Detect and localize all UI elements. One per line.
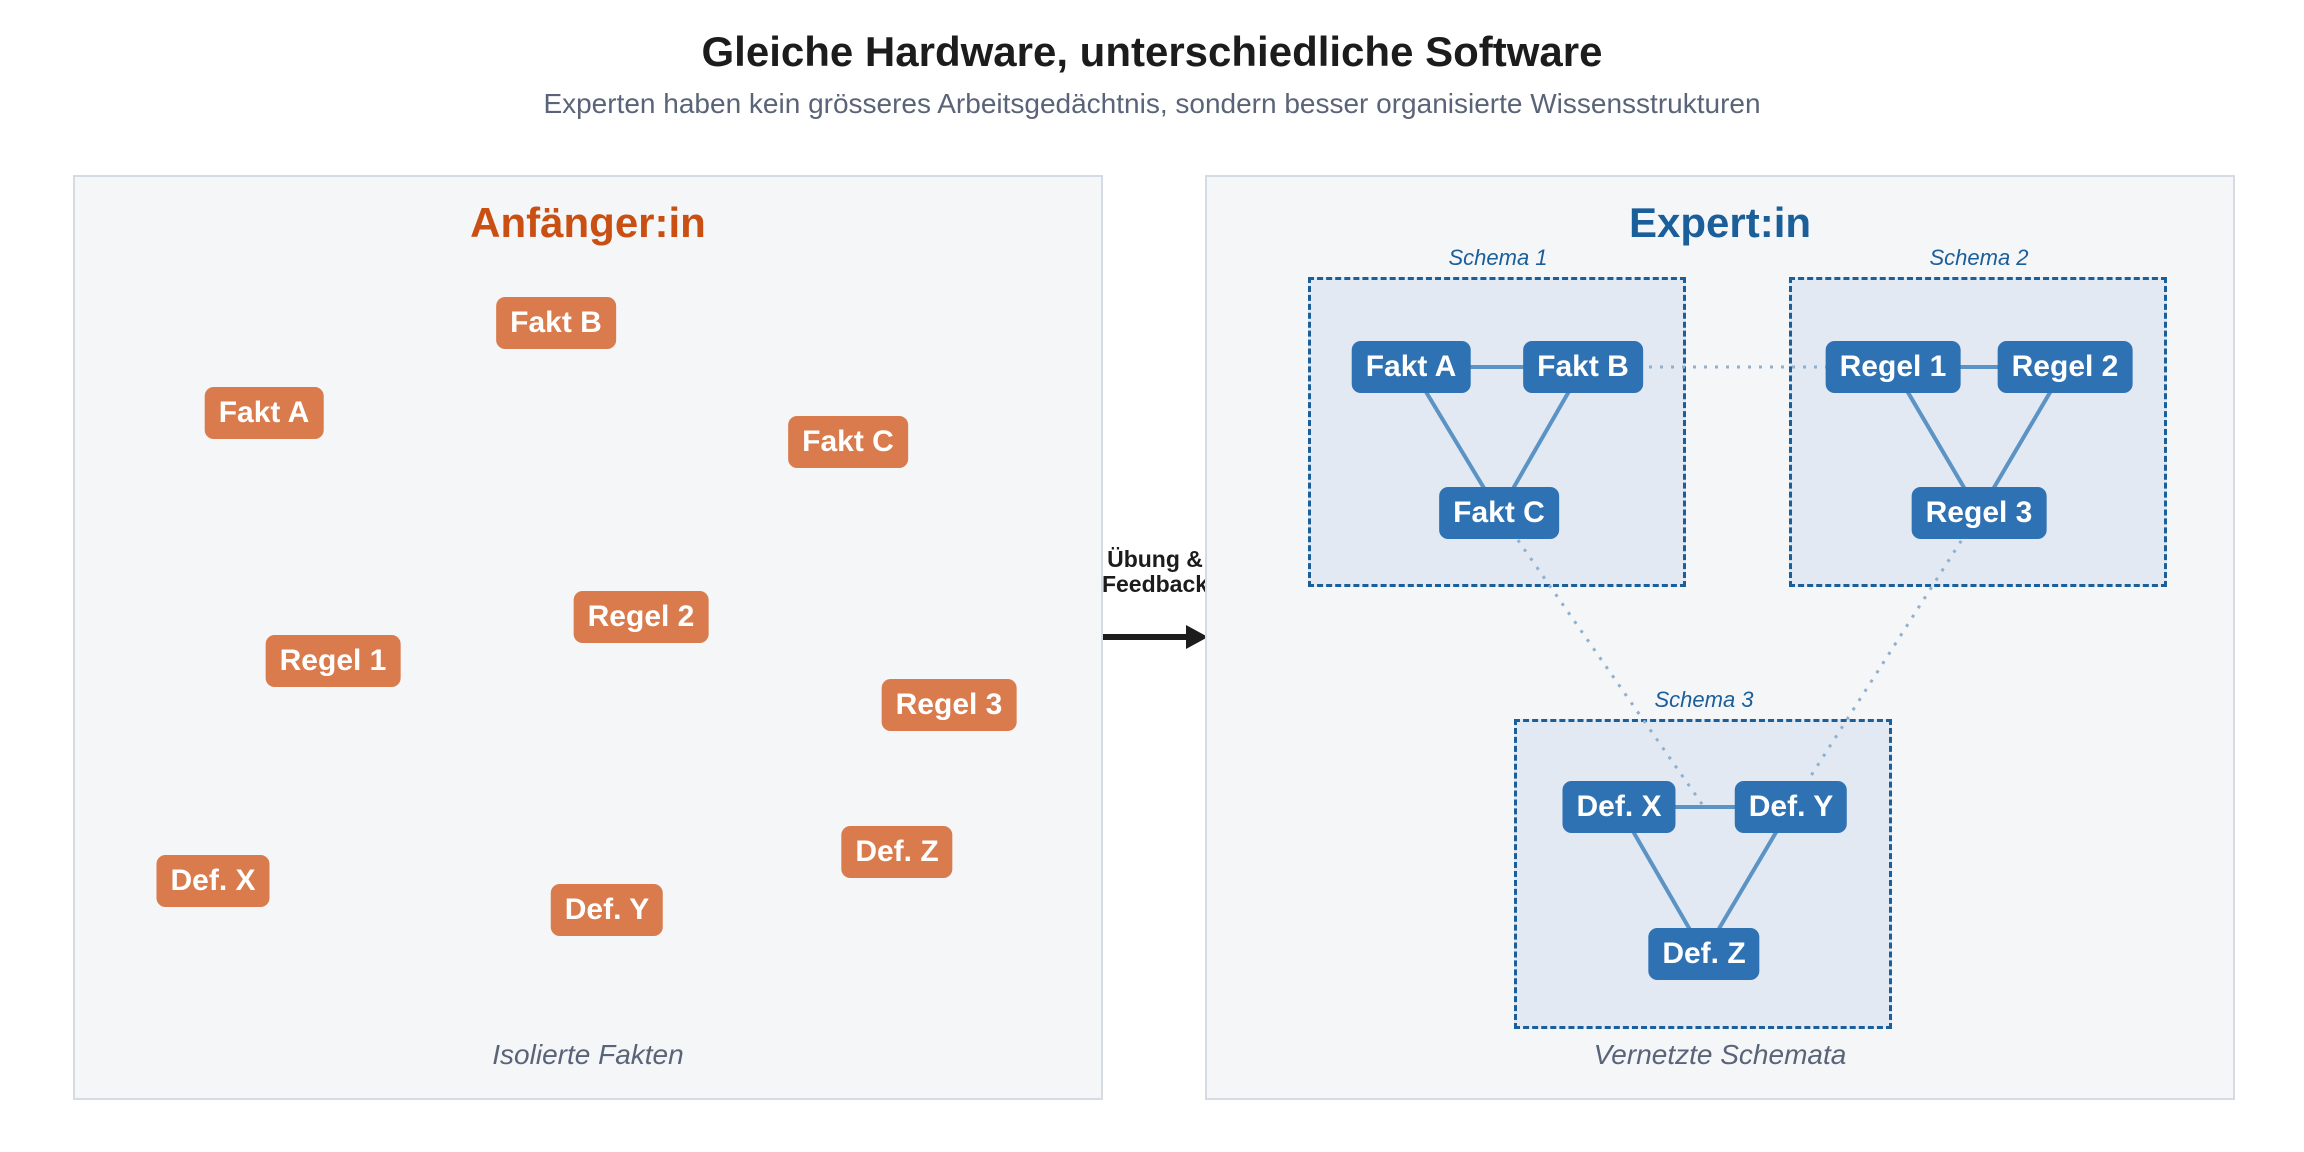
expert-title: Expert:in [1628,199,1812,246]
diagram-title: Gleiche Hardware, unterschiedliche Softw… [701,28,1603,75]
expert-node-def-y: Def. Y [1734,781,1848,833]
novice-node-def-y: Def. Y [550,884,664,936]
expert-node-fakt-a: Fakt A [1351,341,1471,393]
expert-node-fakt-c: Fakt C [1439,487,1559,539]
transition-label-line1: Übung & [1107,546,1203,572]
expert-node-regel-2: Regel 2 [1997,341,2133,393]
transition-label-line2: Feedback [1101,571,1209,597]
expert-node-def-x: Def. X [1562,781,1676,833]
expert-panel: Expert:in Schema 1 Schema 2 Schema 3 Fak… [1205,175,2235,1100]
novice-node-fakt-c: Fakt C [788,416,908,468]
novice-node-def-x: Def. X [156,855,270,907]
novice-node-regel-3: Regel 3 [881,679,1017,731]
novice-node-regel-1: Regel 1 [265,635,401,687]
novice-node-def-z: Def. Z [841,826,953,878]
novice-panel: Anfänger:in Fakt B Fakt A Fakt C Regel 2… [73,175,1103,1100]
expert-node-def-z: Def. Z [1648,928,1760,980]
diagram-subtitle: Experten haben kein grösseres Arbeitsged… [543,88,1761,119]
novice-title: Anfänger:in [470,199,706,246]
link-fakt-c-def-x [1497,512,1706,808]
novice-caption: Isolierte Fakten [492,1039,684,1070]
expert-node-fakt-b: Fakt B [1523,341,1643,393]
schema-2-label: Schema 2 [1929,245,2029,270]
schema-3-label: Schema 3 [1654,687,1754,712]
transition-label: Übung & Feedback [1100,547,1210,597]
novice-node-fakt-b: Fakt B [496,297,616,349]
link-regel-3-def-y [1789,512,1981,808]
schema-1-label: Schema 1 [1448,245,1548,270]
expert-node-regel-3: Regel 3 [1911,487,2047,539]
expert-node-regel-1: Regel 1 [1825,341,1961,393]
novice-node-regel-2: Regel 2 [573,591,709,643]
expert-caption: Vernetzte Schemata [1593,1039,1847,1070]
novice-node-fakt-a: Fakt A [204,387,324,439]
